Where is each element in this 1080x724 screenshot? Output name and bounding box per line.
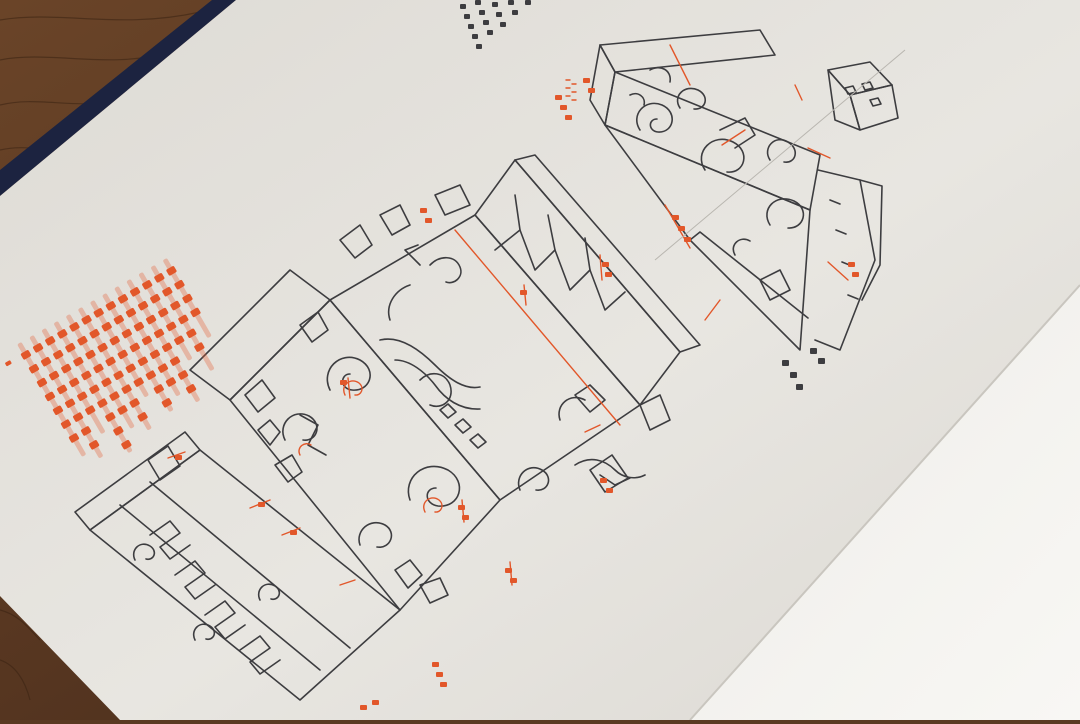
red-dimension-glyphs xyxy=(175,78,859,710)
vessel-drawing-large xyxy=(74,154,701,701)
page-gutter xyxy=(689,284,1080,721)
wood-grain xyxy=(0,11,201,701)
red-annotation-text-block xyxy=(5,258,215,458)
black-annotation-text xyxy=(460,0,825,390)
base-side xyxy=(74,431,201,531)
body-side xyxy=(189,269,331,401)
center-guide-line xyxy=(654,49,906,261)
lid-lower-panel xyxy=(604,124,811,351)
vessel-drawing-lid xyxy=(589,29,899,351)
